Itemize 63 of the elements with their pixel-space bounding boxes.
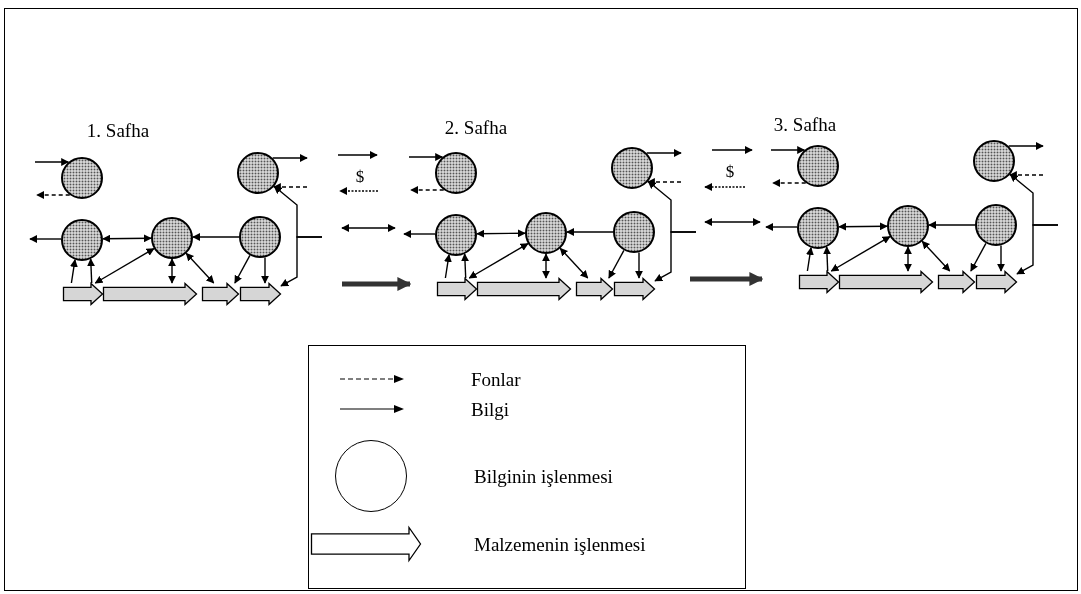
arrow — [410, 186, 445, 194]
arrow — [476, 229, 526, 238]
arrow — [928, 221, 976, 229]
material-step-shape — [202, 283, 239, 305]
arrow — [234, 254, 251, 284]
arrow — [805, 247, 814, 272]
arrow — [559, 247, 589, 279]
arrow — [461, 253, 469, 279]
arrow — [765, 223, 798, 231]
phase-title: 3. Safha — [773, 114, 837, 134]
arrow — [823, 246, 831, 272]
legend-label: Bilgi — [471, 399, 509, 419]
arrow — [408, 153, 444, 161]
material-step-shape — [240, 283, 281, 305]
phase-title: 1. Safha — [86, 120, 150, 140]
arrow — [608, 249, 625, 279]
arrow — [261, 256, 269, 284]
arrow — [443, 254, 452, 279]
arrow — [970, 242, 987, 272]
material-step-shape — [839, 271, 933, 293]
arrow — [272, 154, 308, 162]
arrow — [635, 251, 643, 279]
arrow — [94, 247, 155, 284]
arrow — [654, 231, 697, 282]
legend-label: Fonlar — [471, 369, 521, 389]
arrow — [403, 230, 436, 238]
arrow — [29, 235, 62, 243]
legend-label: Bilginin işlenmesi — [474, 466, 613, 486]
arrow — [168, 258, 176, 284]
material-step-shape — [437, 278, 477, 300]
arrow — [921, 240, 951, 272]
arrow — [830, 235, 891, 272]
arrow — [1008, 142, 1044, 150]
arrow — [34, 158, 70, 166]
material-step-shape — [63, 283, 103, 305]
currency-label: $ — [355, 167, 365, 185]
material-step-shape — [799, 271, 839, 293]
arrow — [185, 252, 215, 284]
arrow — [87, 258, 95, 284]
material-step-shape — [614, 278, 655, 300]
arrow — [904, 246, 912, 272]
material-step-shape — [976, 271, 1017, 293]
material-step-shape — [477, 278, 571, 300]
material-step-shape — [103, 283, 197, 305]
phase-title: 2. Safha — [444, 117, 508, 137]
arrow — [192, 233, 240, 241]
legend-label: Malzemenin işlenmesi — [474, 534, 646, 554]
arrow — [468, 242, 529, 279]
material-step-shape — [576, 278, 613, 300]
arrow — [566, 228, 614, 236]
arrow — [838, 222, 888, 231]
arrow — [772, 179, 807, 187]
arrow — [1016, 224, 1059, 275]
arrow — [542, 253, 550, 279]
arrow — [36, 191, 71, 199]
material-step-shape — [938, 271, 975, 293]
arrow — [69, 259, 78, 284]
arrow — [102, 234, 152, 243]
arrow — [280, 236, 323, 287]
arrow — [770, 146, 806, 154]
arrow — [997, 244, 1005, 272]
currency-label: $ — [725, 162, 735, 180]
arrow — [646, 149, 682, 157]
